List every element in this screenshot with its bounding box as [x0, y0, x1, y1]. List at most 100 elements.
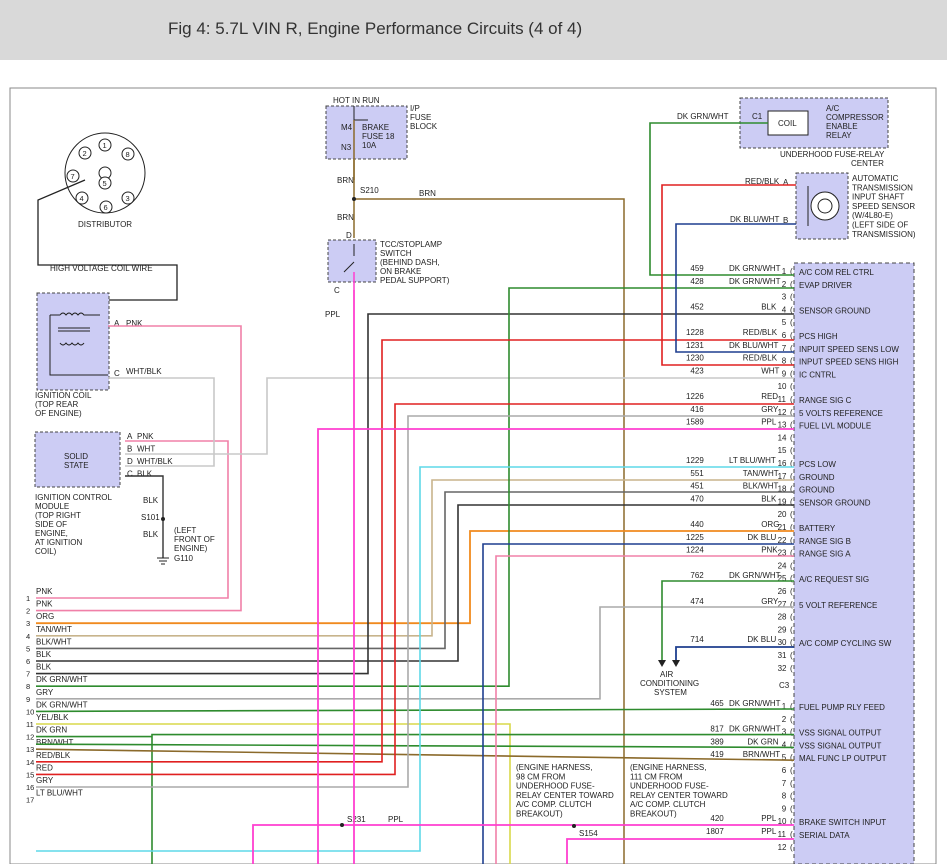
left-wire-label: BRN/WHT [36, 738, 73, 747]
pcm-wire-color: TAN/WHT [743, 469, 779, 478]
pcm-wire-color: RED [761, 392, 778, 401]
fuse-n3: N3 [341, 143, 352, 152]
wire-path [36, 479, 794, 637]
left-wire-label: GRY [36, 688, 54, 697]
pcm-wire-color: PPL [761, 418, 777, 427]
pcm-wire-color: BRN/WHT [743, 750, 780, 759]
coil-pin-a: A [114, 319, 120, 328]
pcm-pin-function: MAL FUNC LP OUTPUT [799, 754, 887, 763]
pcm-pin-function: FUEL LVL MODULE [799, 422, 871, 431]
pcm-pin-number: 12 [778, 408, 787, 417]
splice-dot [572, 824, 576, 828]
pcm-pin-bracket: ( [790, 382, 793, 391]
pcm-pin-number: 28 [778, 613, 787, 622]
fuse-block: HOT IN RUN M4 N3 BRAKE FUSE 18 10A I/P F… [325, 96, 438, 180]
pcm-pin-number: 1 [782, 267, 787, 276]
harness-note-2-line: RELAY CENTER TOWARD [630, 791, 728, 800]
left-wire-labels: 1PNK2PNK3ORG4TAN/WHT5BLK/WHT6BLK7BLK8DK … [26, 587, 88, 805]
pcm-pin-number: 6 [782, 766, 787, 775]
pcm-pin-number: 2 [782, 280, 787, 289]
pcm-pin-number: 26 [778, 587, 787, 596]
icm-pin-wire: WHT/BLK [137, 457, 173, 466]
pcm-pin-bracket: ( [790, 728, 793, 737]
pcm-circuit-number: 1224 [686, 546, 704, 555]
harness-note-2-line: BREAKOUT) [630, 810, 677, 819]
pcm-pin-number: 8 [782, 792, 787, 801]
distributor-pin [98, 138, 112, 152]
harness-note-2-line: UNDERHOOD FUSE- [630, 782, 709, 791]
icm-label-line: SIDE OF [35, 520, 67, 529]
left-wire-number: 11 [26, 720, 34, 729]
pcm-pin-bracket: ( [790, 395, 793, 404]
icm-label-line: AT IGNITION [35, 538, 82, 547]
tcc-pin-d: D [346, 231, 352, 240]
relay-wire: DK GRN/WHT [677, 112, 729, 121]
pcm-pin-bracket: ( [790, 536, 793, 545]
wire-path [36, 287, 794, 687]
pcm-pin-number: 7 [782, 344, 787, 353]
wire-paths [35, 122, 796, 864]
wire-path [35, 748, 795, 761]
sensor-pin-b: B [783, 216, 788, 225]
distributor-pin-label: 3 [126, 194, 130, 203]
pcm-pin-number: 6 [782, 331, 787, 340]
wire-path [36, 733, 794, 864]
relay-name-3: ENABLE [826, 122, 858, 131]
pcm-pin-bracket: ( [790, 293, 793, 302]
pcm-pin-number: 5 [782, 318, 787, 327]
pcm-pin-number: 27 [778, 600, 787, 609]
pcm-module [793, 262, 915, 864]
fuse-name-1: BRAKE [362, 123, 389, 132]
pcm-circuit-number: 1589 [686, 418, 704, 427]
pcm-pin-number: 21 [778, 523, 787, 532]
pcm-pin-function: INPUT SPEED SENS HIGH [799, 358, 899, 367]
wire-path [36, 339, 794, 763]
left-wire-label: DK GRN/WHT [36, 700, 88, 709]
icm-label-line: COIL) [35, 547, 57, 556]
pcm-pin-number: 1 [782, 702, 787, 711]
harness-note-2-line: 111 CM FROM [630, 772, 683, 781]
pcm-pin-bracket: ( [790, 267, 793, 276]
icm-ground-note-3: ENGINE) [174, 544, 208, 553]
distributor-pin-label: 1 [103, 141, 107, 150]
wire-path [661, 184, 796, 366]
icm-title-2: STATE [64, 461, 89, 470]
icm-label-line: ENGINE, [35, 529, 68, 538]
pcm-pin-function: PCS HIGH [799, 332, 838, 341]
splice-dot [340, 823, 344, 827]
pcm-pin-function: VSS SIGNAL OUTPUT [799, 741, 882, 750]
distributor-label: DISTRIBUTOR [78, 220, 132, 229]
pcm-pin-bracket: ( [790, 613, 793, 622]
tcc-stoplamp-switch: D C TCC/STOPLAMP SWITCH (BEHIND DASH, ON… [325, 231, 450, 319]
icm-pin-wire: BLK [137, 470, 153, 479]
icm-blk-1: BLK [143, 496, 159, 505]
pcm-circuit-number: 416 [690, 405, 704, 414]
pcm-pin-number: 11 [778, 395, 787, 404]
wire-path [36, 325, 242, 612]
wire-path [36, 723, 511, 864]
pcm-pin-function: INPUIT SPEED SENS LOW [799, 345, 899, 354]
underhood-2: CENTER [851, 159, 884, 168]
tcc-label-5: PEDAL SUPPORT) [380, 276, 450, 285]
wire-path [252, 824, 794, 864]
sensor-label-line: TRANSMISSION) [852, 230, 916, 239]
wire-path [35, 743, 795, 749]
pcm-circuit-number: 762 [690, 571, 704, 580]
pcm-pin-bracket: ( [790, 766, 793, 775]
wire-path [661, 580, 794, 660]
arrow-icon [658, 660, 666, 667]
icm-pin: B [127, 445, 132, 454]
s231-wire: PPL [388, 815, 404, 824]
pcm-pin-number: 16 [778, 459, 787, 468]
ignition-coil: IGNITION COIL (TOP REAR OF ENGINE) A PNK… [35, 292, 162, 418]
ignition-coil-label-2: (TOP REAR [35, 400, 78, 409]
pcm-pin-bracket: ( [790, 664, 793, 673]
distributor-pin [121, 147, 135, 161]
pcm-wire-color: DK BLU/WHT [729, 341, 778, 350]
wire-path [675, 646, 794, 660]
left-wire-number: 7 [26, 670, 30, 679]
wire-path [649, 122, 794, 276]
